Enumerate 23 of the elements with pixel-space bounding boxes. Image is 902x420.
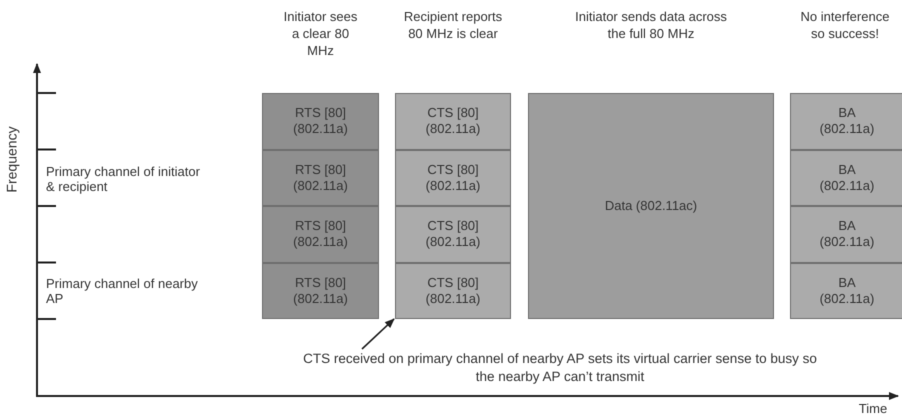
rts-frame-block: RTS [80] (802.11a) xyxy=(262,93,379,150)
block-ack-block: BA (802.11a) xyxy=(790,93,902,150)
callout-note: CTS received on primary channel of nearby AP sets its virtual carrier sense to busy so the nearby AP can’t transmit xyxy=(300,350,820,386)
column-heading: No interference so success! xyxy=(800,8,890,42)
column-heading: Initiator sees a clear 80 MHz xyxy=(282,8,358,59)
column-heading: Recipient reports 80 MHz is clear xyxy=(403,8,503,42)
cts-frame-block: CTS [80] (802.11a) xyxy=(395,262,511,319)
rts-frame-block: RTS [80] (802.11a) xyxy=(262,262,379,319)
rts-frame-block: RTS [80] (802.11a) xyxy=(262,206,379,262)
axis-title: Frequency xyxy=(4,125,20,195)
block-ack-block: BA (802.11a) xyxy=(790,262,902,319)
leader-arrow xyxy=(361,318,395,350)
column-heading: Initiator sends data across the full 80 MHz xyxy=(574,8,728,42)
axis-title: Time xyxy=(858,401,888,416)
data-frame-block: Data (802.11ac) xyxy=(528,93,774,319)
cts-frame-block: CTS [80] (802.11a) xyxy=(395,150,511,206)
channel-label: Primary channel of nearby AP xyxy=(46,276,199,306)
cts-frame-block: CTS [80] (802.11a) xyxy=(395,206,511,262)
block-ack-block: BA (802.11a) xyxy=(790,150,902,206)
rts-frame-block: RTS [80] (802.11a) xyxy=(262,150,379,206)
channel-label: Primary channel of initiator & recipient xyxy=(46,164,201,194)
block-ack-block: BA (802.11a) xyxy=(790,206,902,262)
cts-frame-block: CTS [80] (802.11a) xyxy=(395,93,511,150)
